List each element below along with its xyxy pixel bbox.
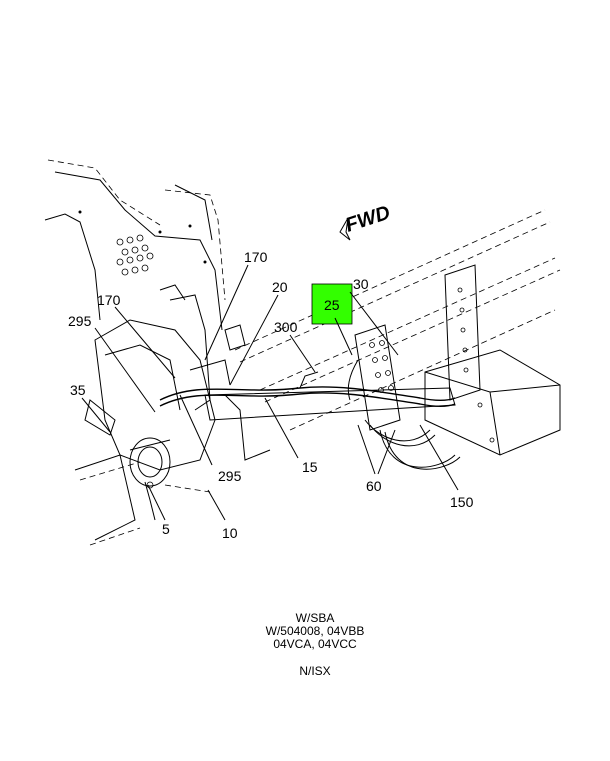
callout-170-lower: 170 (97, 292, 121, 308)
harness-rail (204, 387, 456, 421)
callout-labels: 170 170 20 30 25 300 295 295 35 15 60 15… (68, 249, 474, 541)
note-line-3: 04VCA, 04VCC (273, 637, 357, 651)
applicability-notes: W/SBA W/504008, 04VBB 04VCA, 04VCC N/ISX (205, 612, 425, 678)
note-line-1: W/SBA (295, 611, 335, 625)
callout-300: 300 (274, 319, 298, 335)
crossmember-plate (444, 264, 481, 401)
note-line-4: N/ISX (299, 664, 331, 678)
frame-rails (74, 209, 561, 546)
callout-60: 60 (366, 478, 382, 494)
callout-20: 20 (272, 279, 288, 295)
fwd-arrow: FWD (339, 202, 393, 241)
callout-10: 10 (222, 525, 238, 541)
callout-295-bottom: 295 (218, 468, 242, 484)
leader-lines (81, 264, 459, 521)
callout-150: 150 (450, 494, 474, 510)
mounting-bracket (354, 324, 401, 431)
callout-5: 5 (162, 521, 170, 537)
callout-25: 25 (324, 297, 340, 313)
fwd-label: FWD (343, 202, 393, 237)
callout-170-upper: 170 (244, 249, 268, 265)
cab-structure (44, 159, 226, 331)
wire-harness (159, 359, 461, 470)
engine-assembly (84, 284, 246, 521)
note-line-2: W/504008, 04VBB (265, 624, 365, 638)
callout-295-left: 295 (68, 313, 92, 329)
highlight-box-25 (311, 283, 353, 325)
callout-35: 35 (70, 382, 86, 398)
callout-30: 30 (353, 276, 369, 292)
battery-box (424, 349, 561, 456)
callout-15: 15 (302, 459, 318, 475)
cab-panel-holes (78, 210, 207, 276)
